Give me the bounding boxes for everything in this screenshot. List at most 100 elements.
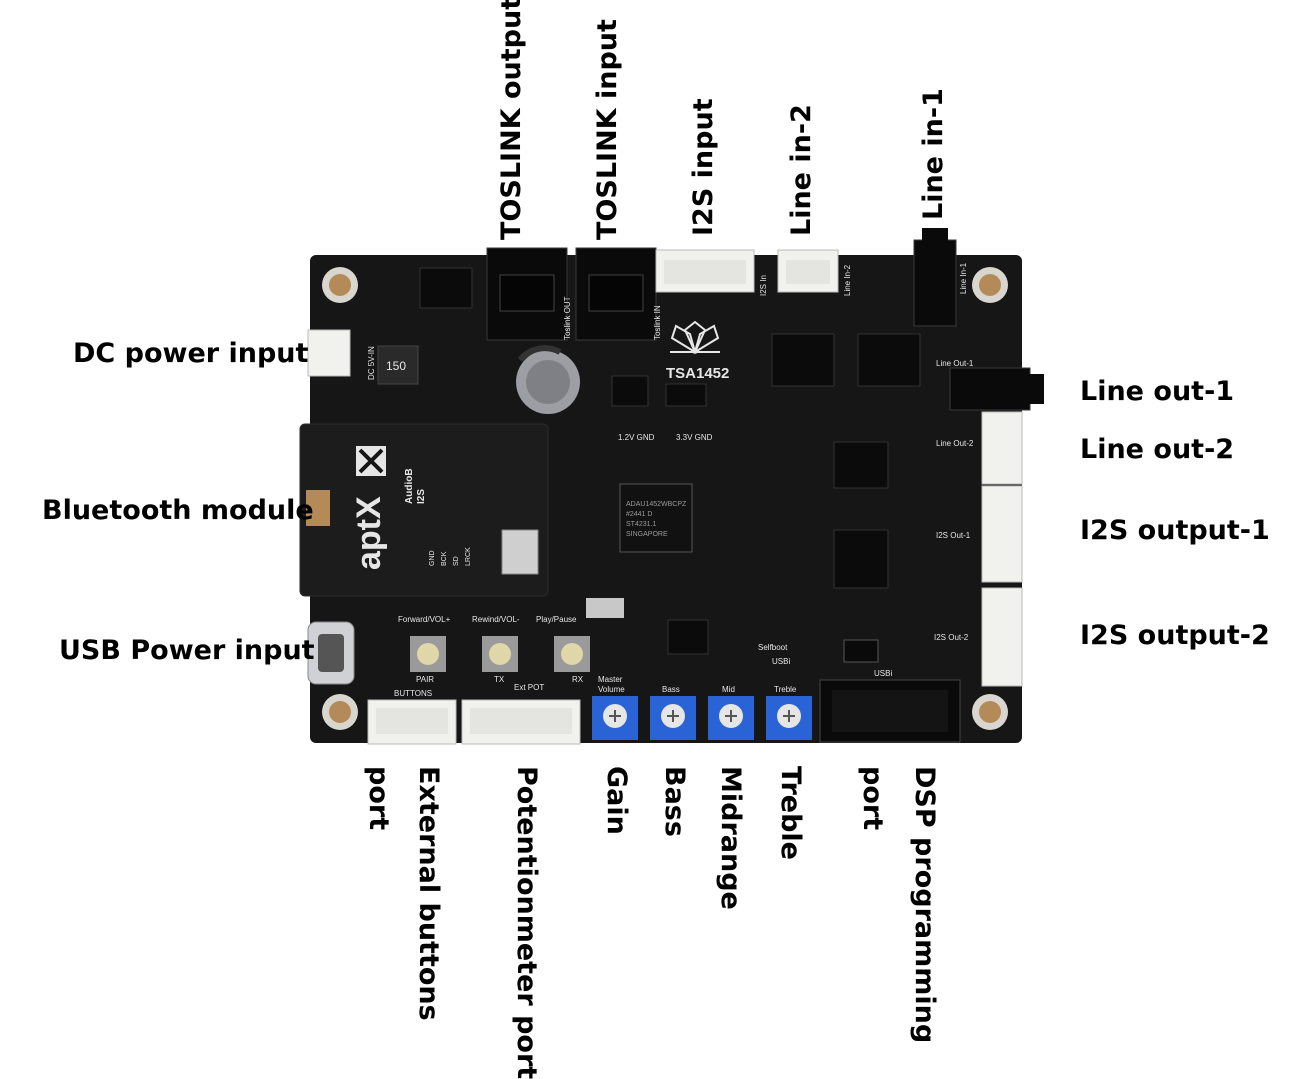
silk-ext-pot: Ext POT	[514, 683, 544, 692]
label-dsp-programming: DSP programming	[909, 766, 940, 1044]
silk-forward: Forward/VOL+	[398, 615, 451, 624]
jumper	[843, 639, 879, 663]
dac-chip-2	[833, 529, 889, 589]
silk-selfboot: Selfboot	[758, 643, 788, 652]
silk-play-pause: Play/Pause	[536, 615, 577, 624]
silk-pin-bck: BCK	[441, 551, 448, 566]
silk-pin-sd: SD	[453, 556, 460, 566]
silk-pin-gnd: GND	[429, 550, 436, 566]
silk-volume: Volume	[598, 685, 625, 694]
label-line-out-1: Line out-1	[1080, 376, 1235, 407]
silk-board-name: TSA1452	[666, 365, 729, 382]
silk-aptx: aptX	[350, 496, 388, 570]
dsp-chip-line-1: ADAU1452WBCPZ	[626, 501, 687, 508]
silk-usbi-jumper: USBi	[772, 657, 790, 666]
line-in-2-connector: Line In-2	[777, 249, 852, 296]
label-i2s-output-1: I2S output-1	[1080, 515, 1270, 546]
i2s-out-1-connector: I2S Out-1	[936, 485, 1023, 583]
mid-chip	[667, 619, 709, 655]
mounting-hole-bl	[322, 694, 358, 730]
antenna-connector	[306, 490, 330, 526]
silk-bass: Bass	[662, 685, 680, 694]
treble-pot	[766, 696, 812, 740]
micro-usb-port	[501, 529, 539, 575]
line-in-1-jack: Line In-1	[913, 228, 968, 327]
label-treble: Treble	[775, 766, 806, 860]
label-usb-power-input: USB Power input	[59, 635, 315, 666]
label-i2s-output-2: I2S output-2	[1080, 620, 1270, 651]
dsp-programming-header	[819, 679, 961, 743]
i2s-out-2-connector: I2S Out-2	[934, 587, 1023, 687]
silk-i2s-out-1: I2S Out-1	[936, 531, 971, 540]
gain-pot	[592, 696, 638, 740]
button-play-pause	[554, 636, 590, 672]
inductor	[377, 345, 419, 385]
silk-mid: Mid	[722, 685, 735, 694]
silk-toslink-out: Toslink OUT	[563, 296, 572, 340]
external-buttons-connector	[367, 699, 457, 745]
toslink-output-connector: Toslink OUT	[486, 247, 572, 341]
bass-pot	[650, 696, 696, 740]
label-line-out-2: Line out-2	[1080, 434, 1235, 465]
capacitor	[516, 345, 580, 414]
silk-1v2-gnd: 1.2V GND	[618, 433, 655, 442]
label-external-buttons: External buttons	[413, 766, 444, 1021]
silk-module-name-1: AudioB	[404, 468, 415, 504]
mounting-hole-tr	[972, 267, 1008, 303]
toslink-input-connector: Toslink IN	[575, 247, 662, 341]
adc-chip-1	[771, 333, 835, 387]
line-out-1-jack: Line Out-1	[936, 359, 1044, 411]
label-gain: Gain	[601, 766, 632, 835]
mid-pot	[708, 696, 754, 740]
label-potentiometer-port: Potentionmeter port	[511, 766, 542, 1079]
adc-chip-2	[857, 333, 921, 387]
silk-module-name-2: I2S	[416, 489, 427, 504]
label-bass: Bass	[659, 766, 690, 837]
silk-i2s-in: I2S In	[759, 275, 768, 296]
label-port-left: port	[363, 766, 394, 831]
silk-line-out-2: Line Out-2	[936, 439, 974, 448]
silk-line-in-2: Line In-2	[843, 264, 852, 296]
label-line-in-1: Line in-1	[918, 88, 949, 220]
silk-3v3-gnd: 3.3V GND	[676, 433, 713, 442]
dsp-chip-line-4: SINGAPORE	[626, 531, 668, 538]
label-bluetooth-module: Bluetooth module	[42, 495, 314, 526]
mounting-hole-br	[972, 694, 1008, 730]
silk-master: Master	[598, 675, 623, 684]
label-midrange: Midrange	[715, 766, 746, 910]
dc-power-connector: DC 5V-IN	[307, 329, 376, 380]
silk-treble: Treble	[774, 685, 797, 694]
label-dc-power-input: DC power input	[73, 338, 309, 369]
crystal	[586, 598, 624, 618]
i2s-input-connector: I2S In	[655, 249, 768, 296]
mounting-hole-tl	[322, 267, 358, 303]
dsp-chip-line-3: ST4231.1	[626, 521, 656, 528]
button-forward	[410, 636, 446, 672]
aptx-logo-icon	[356, 446, 386, 476]
label-toslink-input: TOSLINK input	[592, 19, 623, 240]
silk-rx: RX	[572, 675, 584, 684]
label-line-in-2: Line in-2	[786, 104, 817, 236]
lotus-logo-icon	[670, 320, 720, 355]
silk-pair: PAIR	[416, 675, 434, 684]
potentiometer-connector	[461, 699, 581, 745]
button-rewind	[482, 636, 518, 672]
dac-chip-1	[833, 441, 889, 489]
silk-dc-in: DC 5V-IN	[367, 346, 376, 380]
silk-toslink-in: Toslink IN	[653, 305, 662, 340]
line-out-2-connector: Line Out-2	[936, 411, 1023, 485]
silk-i2s-out-2: I2S Out-2	[934, 633, 969, 642]
silk-line-out-1: Line Out-1	[936, 359, 974, 368]
dsp-chip-line-2: #2441 D	[626, 511, 652, 518]
dsp-chip: ADAU1452WBCPZ #2441 D ST4231.1 SINGAPORE	[619, 483, 693, 553]
regulator-chip	[419, 267, 473, 309]
label-i2s-input: I2S input	[688, 98, 719, 236]
label-port-dsp: port	[857, 766, 888, 831]
silk-buttons: BUTTONS	[394, 689, 432, 698]
silk-line-in-1: Line In-1	[959, 262, 968, 294]
chip-small-2	[665, 383, 707, 407]
silk-tx: TX	[494, 675, 505, 684]
chip-small-1	[611, 375, 649, 407]
